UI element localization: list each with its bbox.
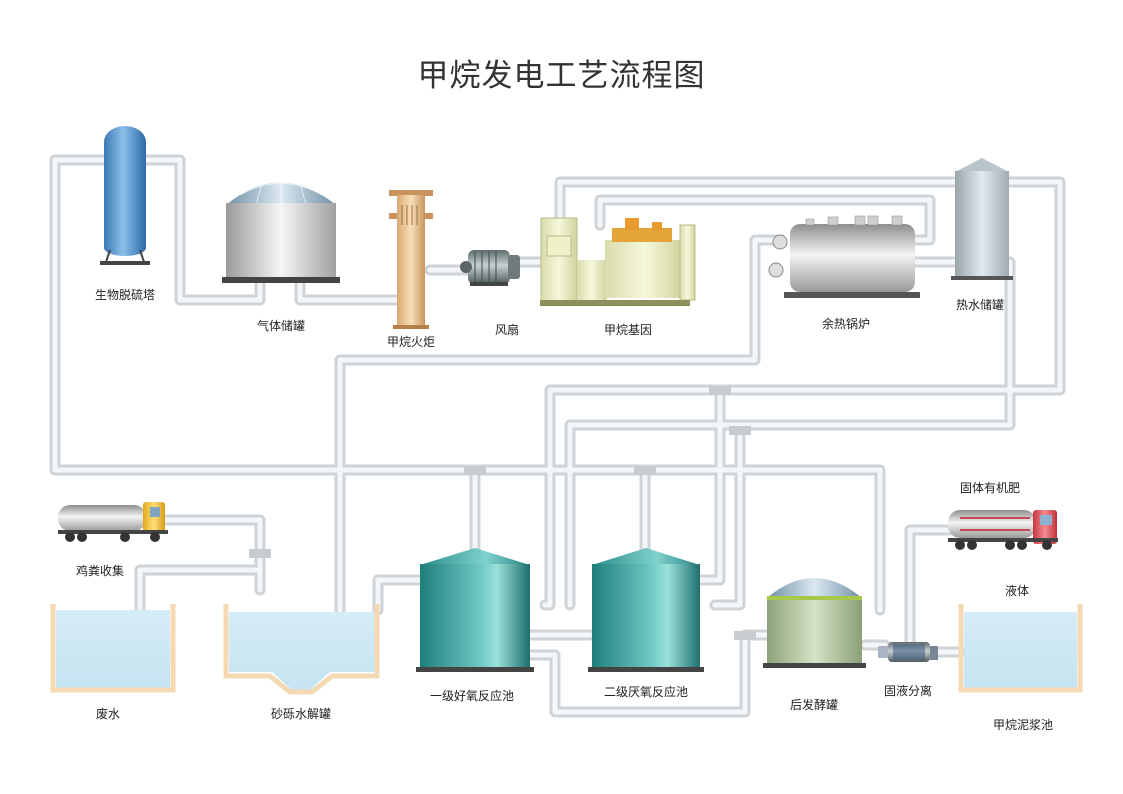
fan-motor-icon <box>460 250 520 286</box>
post-fermenter-icon <box>763 578 866 668</box>
label-hot-water-tank: 热水储罐 <box>955 298 1005 312</box>
diagram-title: 甲烷发电工艺流程图 <box>417 58 706 94</box>
label-grit-tank: 砂砾水解罐 <box>270 707 332 721</box>
waste-heat-boiler-icon <box>768 215 920 298</box>
methane-flare-icon <box>389 190 433 329</box>
label-solid-fertilizer: 固体有机肥 <box>959 481 1021 495</box>
label-fan: 风扇 <box>494 323 520 337</box>
label-generator: 甲烷基因 <box>603 323 653 337</box>
anaerobic-reactor-icon <box>588 548 704 672</box>
label-waste-water: 废水 <box>95 707 121 721</box>
grit-hydrolysis-tank-icon <box>223 604 380 695</box>
aerobic-reactor-icon <box>416 548 534 672</box>
label-aerobic-reactor: 一级好氧反应池 <box>429 689 515 703</box>
label-gas-tank: 气体储罐 <box>256 319 306 333</box>
label-post-fermenter: 后发酵罐 <box>789 698 839 712</box>
label-manure-truck: 鸡粪收集 <box>75 564 125 578</box>
label-anaerobic-reactor: 二级厌氧反应池 <box>603 685 689 699</box>
label-desulfurizer: 生物脱硫塔 <box>94 288 156 302</box>
label-slurry-pool: 甲烷泥浆池 <box>992 718 1054 732</box>
hot-water-tank-icon <box>951 158 1013 280</box>
solid-liquid-separator-icon <box>878 642 938 662</box>
manure-truck-icon <box>58 502 168 542</box>
label-flare: 甲烷火炬 <box>386 335 436 349</box>
slurry-pool-icon <box>958 604 1083 693</box>
label-boiler: 余热锅炉 <box>821 317 871 331</box>
pipe-network <box>49 154 1066 718</box>
desulfurization-tower-icon <box>100 126 150 265</box>
label-liquid: 液体 <box>1004 584 1030 598</box>
methane-generator-icon <box>540 217 696 306</box>
gas-storage-tank-icon <box>222 177 340 283</box>
fertilizer-truck-icon <box>948 510 1058 550</box>
label-separator: 固液分离 <box>883 684 933 698</box>
waste-water-pool-icon <box>50 604 176 693</box>
